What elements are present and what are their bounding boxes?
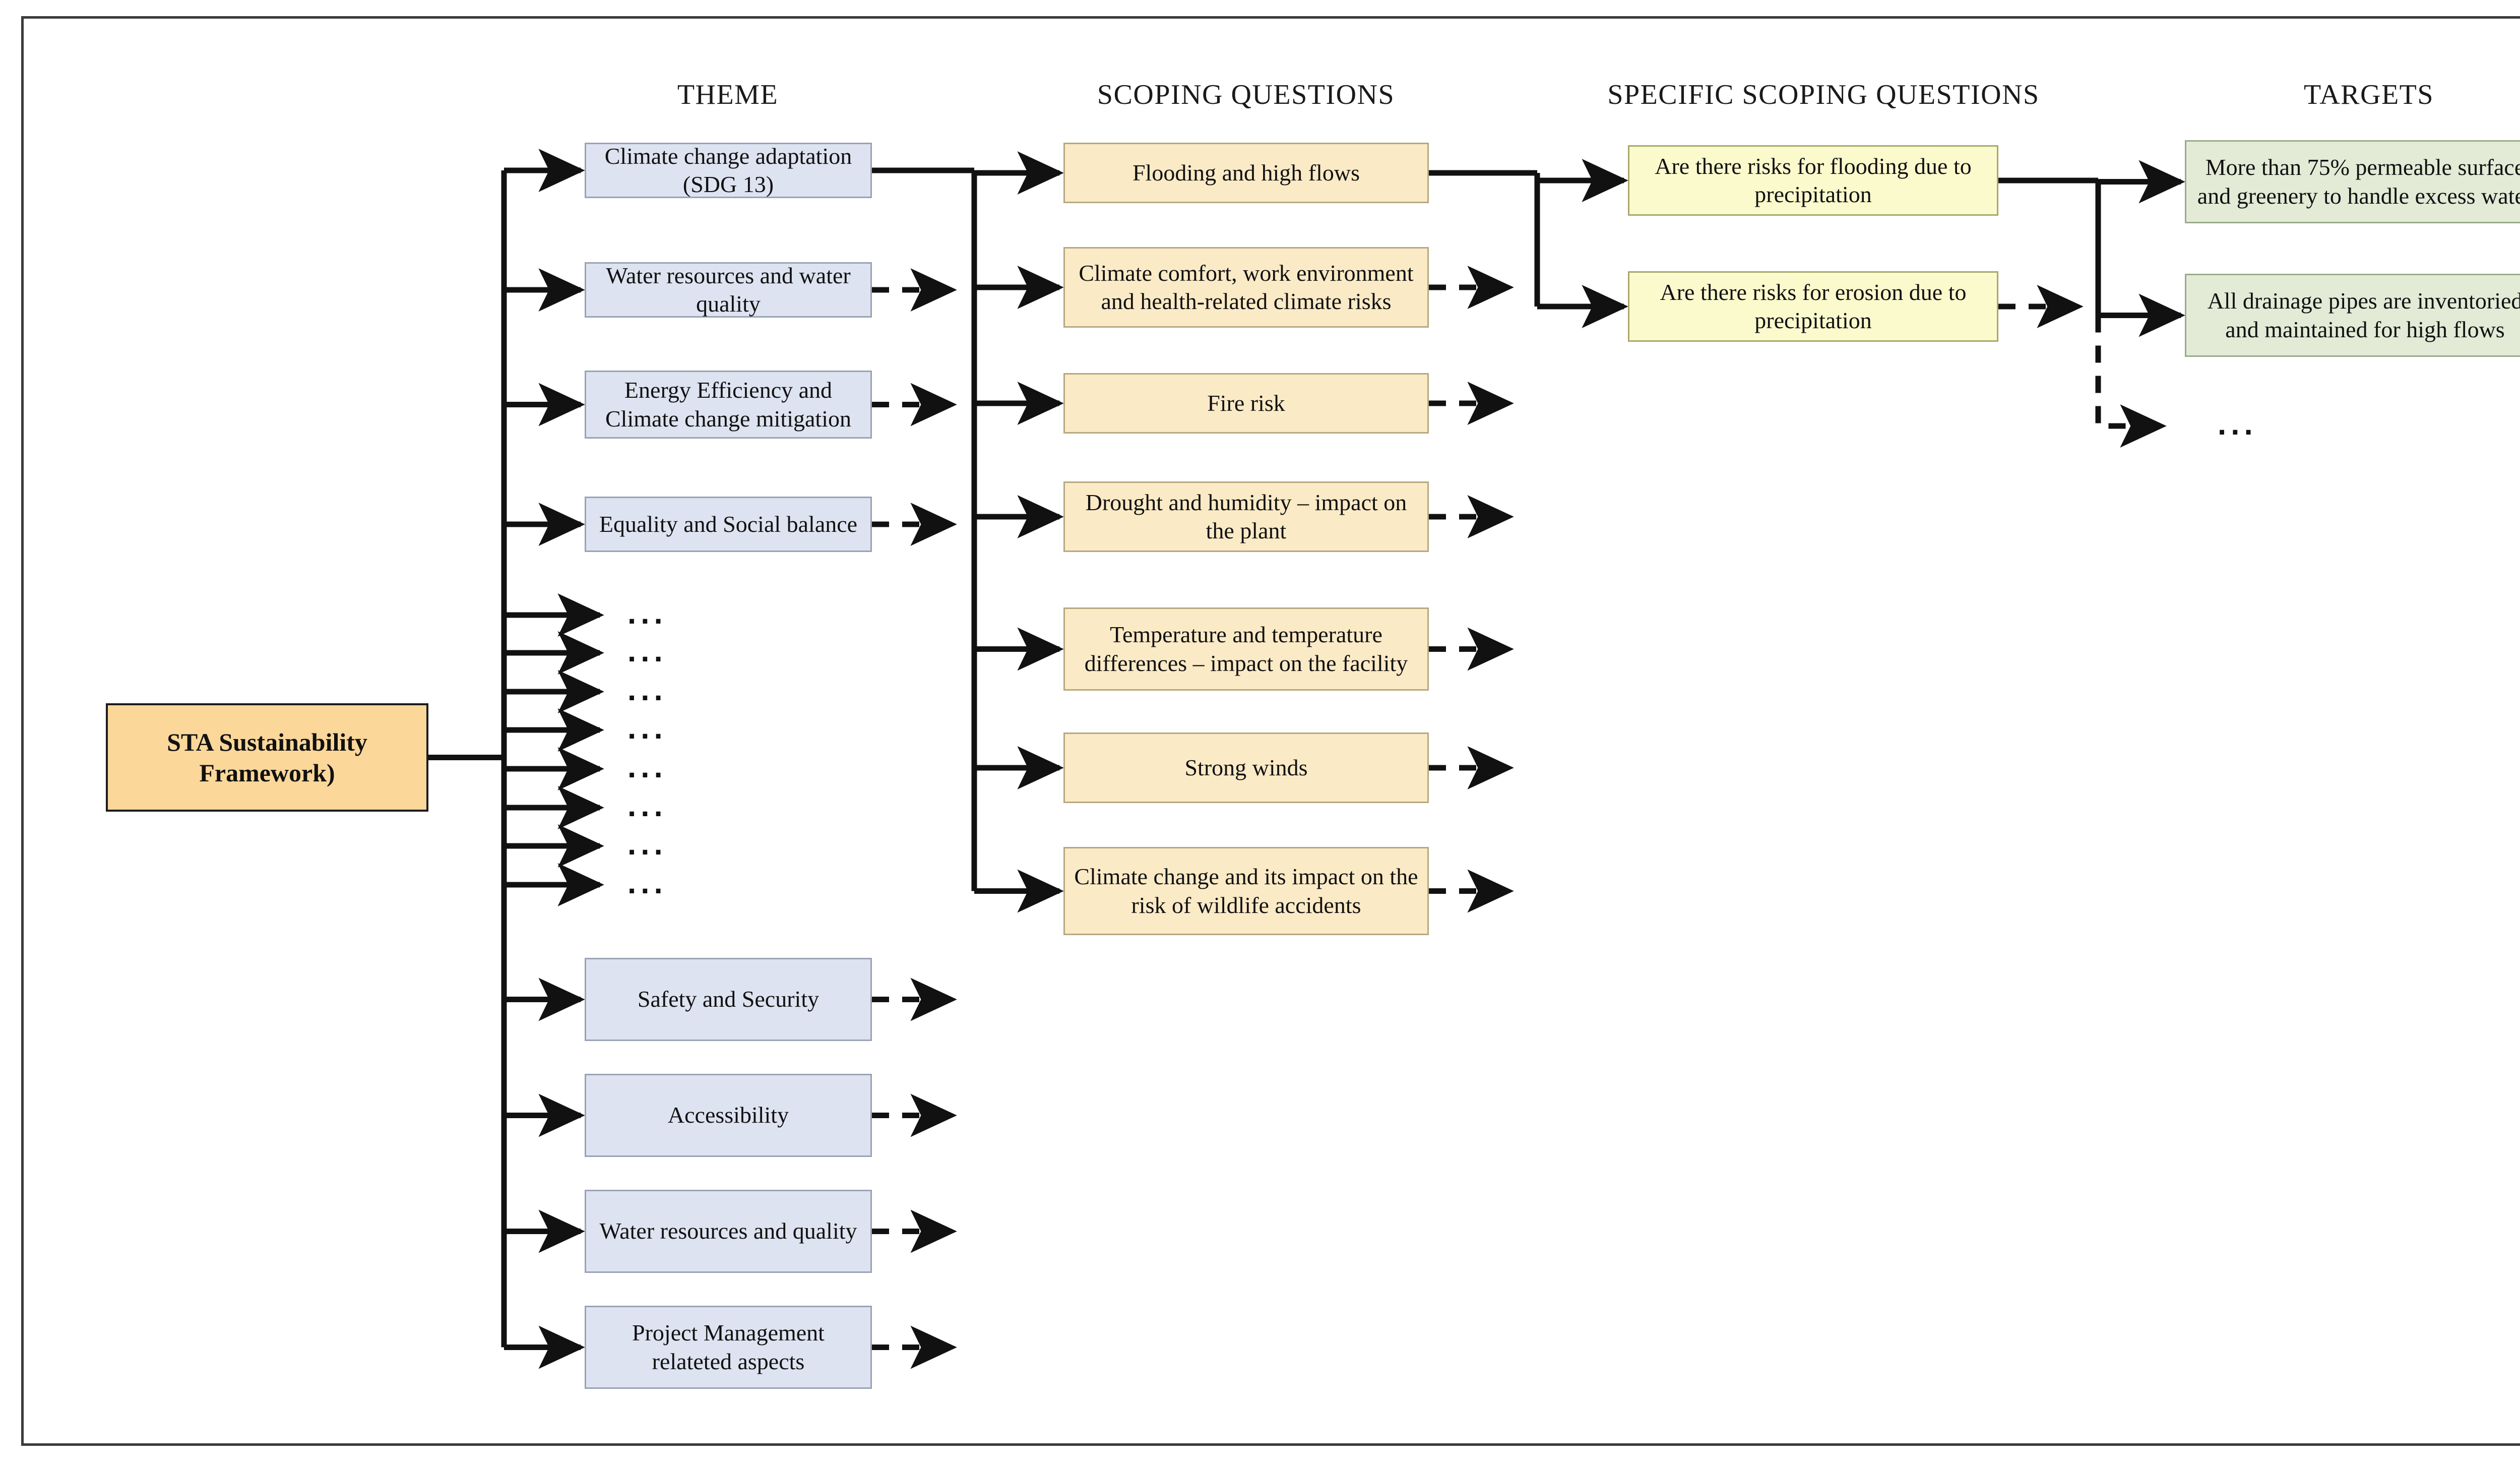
scoping-question-box-label: Fire risk [1207, 390, 1285, 416]
column-header-specific: SPECIFIC SCOPING QUESTIONS [1607, 79, 2040, 110]
scoping-question-box-label: Climate comfort, work environment and he… [1079, 260, 1414, 314]
column-header-theme: THEME [677, 79, 779, 110]
theme-placeholder-ellipsis-8: ... [627, 866, 667, 900]
root-node-sta-framework[interactable]: STA Sustainability Framework) [106, 703, 428, 812]
theme-placeholder-ellipsis-6: ... [627, 788, 667, 823]
theme-box-7[interactable]: Water resources and quality [585, 1190, 872, 1273]
scoping-question-box-2[interactable]: Climate comfort, work environment and he… [1063, 247, 1429, 328]
specific-question-box-1[interactable]: Are there risks for flooding due to prec… [1628, 145, 1998, 216]
specific-question-box-label: Are there risks for erosion due to preci… [1660, 279, 1967, 333]
specific-question-box-label: Are there risks for flooding due to prec… [1655, 153, 1972, 207]
scoping-question-box-label: Temperature and temperature differences … [1084, 622, 1408, 676]
theme-box-label: Energy Efficiency and Climate change mit… [605, 377, 851, 432]
theme-box-label: Water resources and water quality [606, 262, 851, 317]
column-header-fulfillment: FULFILLMENT [2424, 81, 2520, 109]
theme-placeholder-ellipsis-3: ... [627, 673, 667, 707]
scoping-question-box-label: Drought and humidity – impact on the pla… [1085, 489, 1407, 543]
scoping-question-box-6[interactable]: Strong winds [1063, 732, 1429, 803]
target-box-label: All drainage pipes are inventoried and m… [2207, 288, 2520, 342]
theme-box-3[interactable]: Energy Efficiency and Climate change mit… [585, 371, 872, 439]
theme-placeholder-ellipsis-5: ... [627, 750, 667, 784]
theme-placeholder-ellipsis-7: ... [627, 827, 667, 862]
theme-box-8[interactable]: Project Management relateted aspects [585, 1306, 872, 1389]
target-placeholder-ellipsis: ... [2218, 407, 2257, 442]
theme-box-6[interactable]: Accessibility [585, 1074, 872, 1157]
theme-box-label: Accessibility [667, 1102, 789, 1128]
scoping-question-box-label: Climate change and its impact on the ris… [1074, 864, 1418, 918]
target-box-1[interactable]: More than 75% permeable surface and gree… [2185, 140, 2520, 223]
column-header-scoping: SCOPING QUESTIONS [1097, 79, 1395, 110]
theme-box-label: Climate change adaptation (SDG 13) [604, 143, 852, 197]
theme-box-label: Equality and Social balance [599, 511, 858, 537]
target-box-2[interactable]: All drainage pipes are inventoried and m… [2185, 274, 2520, 357]
theme-placeholder-ellipsis-4: ... [627, 711, 667, 746]
scoping-question-box-3[interactable]: Fire risk [1063, 373, 1429, 434]
scoping-question-box-5[interactable]: Temperature and temperature differences … [1063, 607, 1429, 691]
specific-question-box-2[interactable]: Are there risks for erosion due to preci… [1628, 271, 1998, 342]
scoping-question-box-label: Flooding and high flows [1132, 159, 1360, 186]
scoping-question-box-1[interactable]: Flooding and high flows [1063, 143, 1429, 203]
theme-box-4[interactable]: Equality and Social balance [585, 497, 872, 552]
theme-box-5[interactable]: Safety and Security [585, 958, 872, 1041]
theme-box-2[interactable]: Water resources and water quality [585, 262, 872, 318]
scoping-question-box-7[interactable]: Climate change and its impact on the ris… [1063, 847, 1429, 935]
theme-placeholder-ellipsis-2: ... [627, 634, 667, 668]
theme-placeholder-ellipsis-1: ... [627, 596, 667, 631]
theme-box-label: Water resources and quality [599, 1218, 857, 1244]
scoping-question-box-4[interactable]: Drought and humidity – impact on the pla… [1063, 481, 1429, 552]
theme-box-label: Project Management relateted aspects [632, 1320, 825, 1374]
target-box-label: More than 75% permeable surface and gree… [2197, 154, 2520, 209]
column-header-targets: TARGETS [2303, 79, 2434, 110]
theme-box-label: Safety and Security [637, 986, 820, 1012]
scoping-question-box-label: Strong winds [1184, 754, 1308, 780]
theme-box-1[interactable]: Climate change adaptation (SDG 13) [585, 143, 872, 198]
